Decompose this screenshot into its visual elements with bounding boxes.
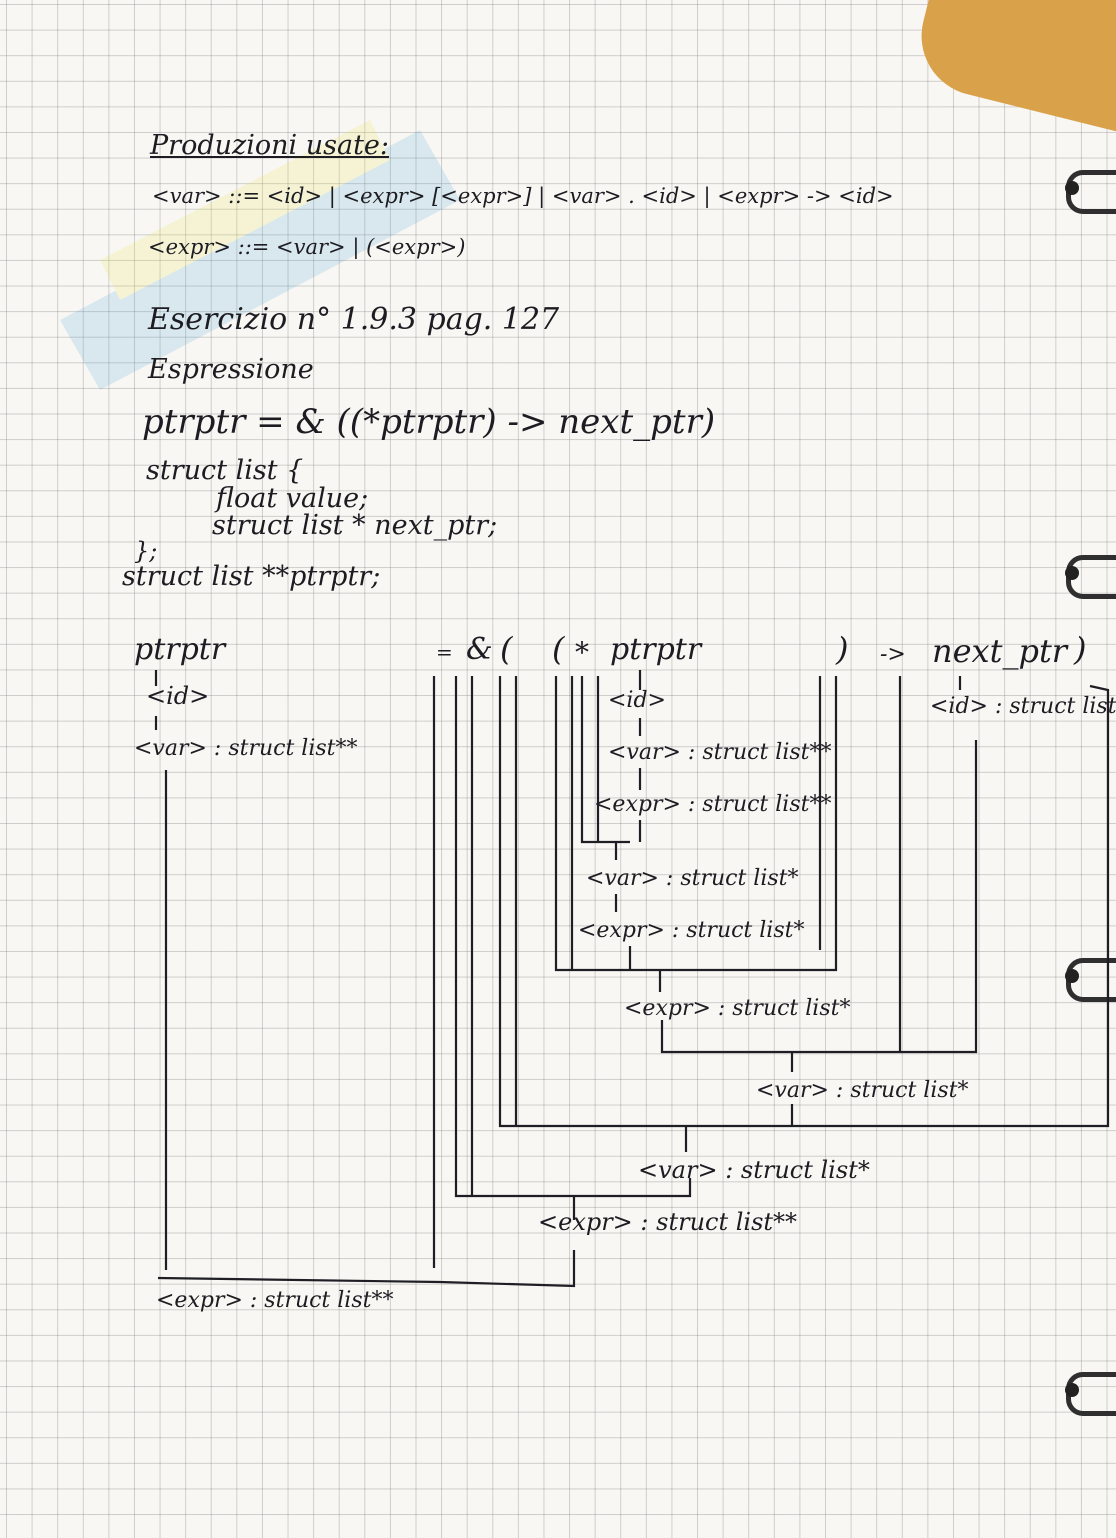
node-inner-var: <var> : struct list** — [608, 740, 832, 765]
token-open: ( — [500, 630, 513, 668]
node-deref-expr: <expr> : struct list* — [578, 918, 805, 943]
token-close: ) — [1074, 630, 1087, 668]
token-arrow: -> — [880, 642, 906, 667]
code-line: float value; — [216, 483, 369, 514]
node-arrow-var: <var> : struct list* — [756, 1078, 969, 1103]
node-root-expr: <expr> : struct list** — [156, 1288, 394, 1313]
production-expr: <expr> ::= <var> | (<expr>) — [148, 235, 466, 259]
binder-ring-icon — [1065, 958, 1116, 1002]
token-inner: ptrptr — [610, 632, 702, 667]
heading: Produzioni usate: — [150, 130, 389, 161]
production-var: <var> ::= <id> | <expr> [<expr>] | <var>… — [152, 184, 894, 208]
code-line: struct list { — [146, 455, 304, 486]
node-inner-expr: <expr> : struct list** — [594, 792, 832, 817]
binder-ring-icon — [1065, 170, 1116, 214]
exercise-title: Esercizio n° 1.9.3 pag. 127 — [148, 302, 560, 337]
binder-ring-icon — [1065, 1372, 1116, 1416]
token-amp: & — [466, 632, 493, 667]
token-assign: = — [436, 640, 453, 664]
token-lhs: ptrptr — [134, 632, 226, 667]
node-deref-var: <var> : struct list* — [586, 866, 799, 891]
binder-ring-icon — [1065, 555, 1116, 599]
token-star: * — [575, 636, 589, 669]
code-line: }; — [134, 537, 158, 565]
expression: ptrptr = & ((*ptrptr) -> next_ptr) — [142, 402, 716, 442]
node-lhs-var: <var> : struct list** — [134, 736, 358, 761]
node-lhs-id: <id> — [146, 682, 210, 710]
token-member: next_ptr — [932, 632, 1068, 670]
node-addr-expr: <expr> : struct list** — [538, 1208, 798, 1236]
code-line: struct list **ptrptr; — [122, 561, 381, 592]
node-inner-id: <id> — [608, 688, 666, 713]
node-outer-var: <var> : struct list* — [638, 1156, 870, 1184]
token-close: ) — [836, 630, 849, 668]
node-member-id: <id> : struct list** — [930, 694, 1116, 719]
node-paren-expr: <expr> : struct list* — [624, 996, 851, 1021]
code-line: struct list * next_ptr; — [212, 510, 498, 541]
token-open: ( — [552, 630, 565, 668]
espressione-label: Espressione — [148, 354, 314, 385]
